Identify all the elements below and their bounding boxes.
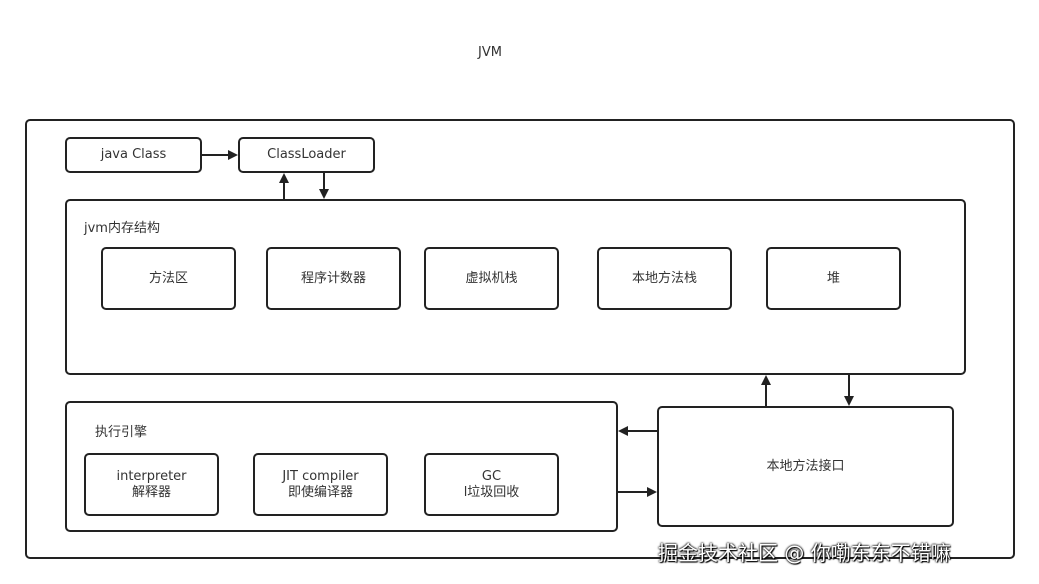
jit-compiler-node: JIT compiler 即使编译器 [253, 453, 388, 516]
native-method-stack-node: 本地方法栈 [597, 247, 732, 310]
java-class-node: java Class [65, 137, 202, 173]
diagram-title: JVM [478, 45, 502, 60]
interpreter-sublabel: 解释器 [131, 484, 171, 500]
jit-compiler-label: JIT compiler [282, 468, 359, 484]
method-area-label: 方法区 [148, 270, 188, 286]
memory-structure-label: jvm内存结构 [84, 221, 160, 236]
vm-stack-label: 虚拟机栈 [465, 270, 518, 286]
gc-label: GC [481, 468, 502, 484]
jit-compiler-sublabel: 即使编译器 [287, 484, 353, 500]
interpreter-node: interpreter 解释器 [84, 453, 219, 516]
native-interface-node: 本地方法接口 [657, 406, 954, 527]
native-method-stack-label: 本地方法栈 [631, 270, 697, 286]
watermark: 掘金技术社区 @ 你嘞东东不错嘛 [658, 541, 951, 565]
interpreter-label: interpreter [116, 468, 187, 484]
heap-label: 堆 [826, 270, 840, 286]
class-loader-node: ClassLoader [238, 137, 375, 173]
heap-node: 堆 [766, 247, 901, 310]
method-area-node: 方法区 [101, 247, 236, 310]
vm-stack-node: 虚拟机栈 [424, 247, 559, 310]
gc-node: GC l垃圾回收 [424, 453, 559, 516]
gc-sublabel: l垃圾回收 [463, 484, 520, 500]
program-counter-label: 程序计数器 [300, 270, 366, 286]
native-interface-label: 本地方法接口 [766, 458, 845, 474]
java-class-label: java Class [100, 147, 167, 162]
program-counter-node: 程序计数器 [266, 247, 401, 310]
execution-engine-label: 执行引擎 [95, 425, 148, 440]
class-loader-label: ClassLoader [267, 147, 346, 162]
